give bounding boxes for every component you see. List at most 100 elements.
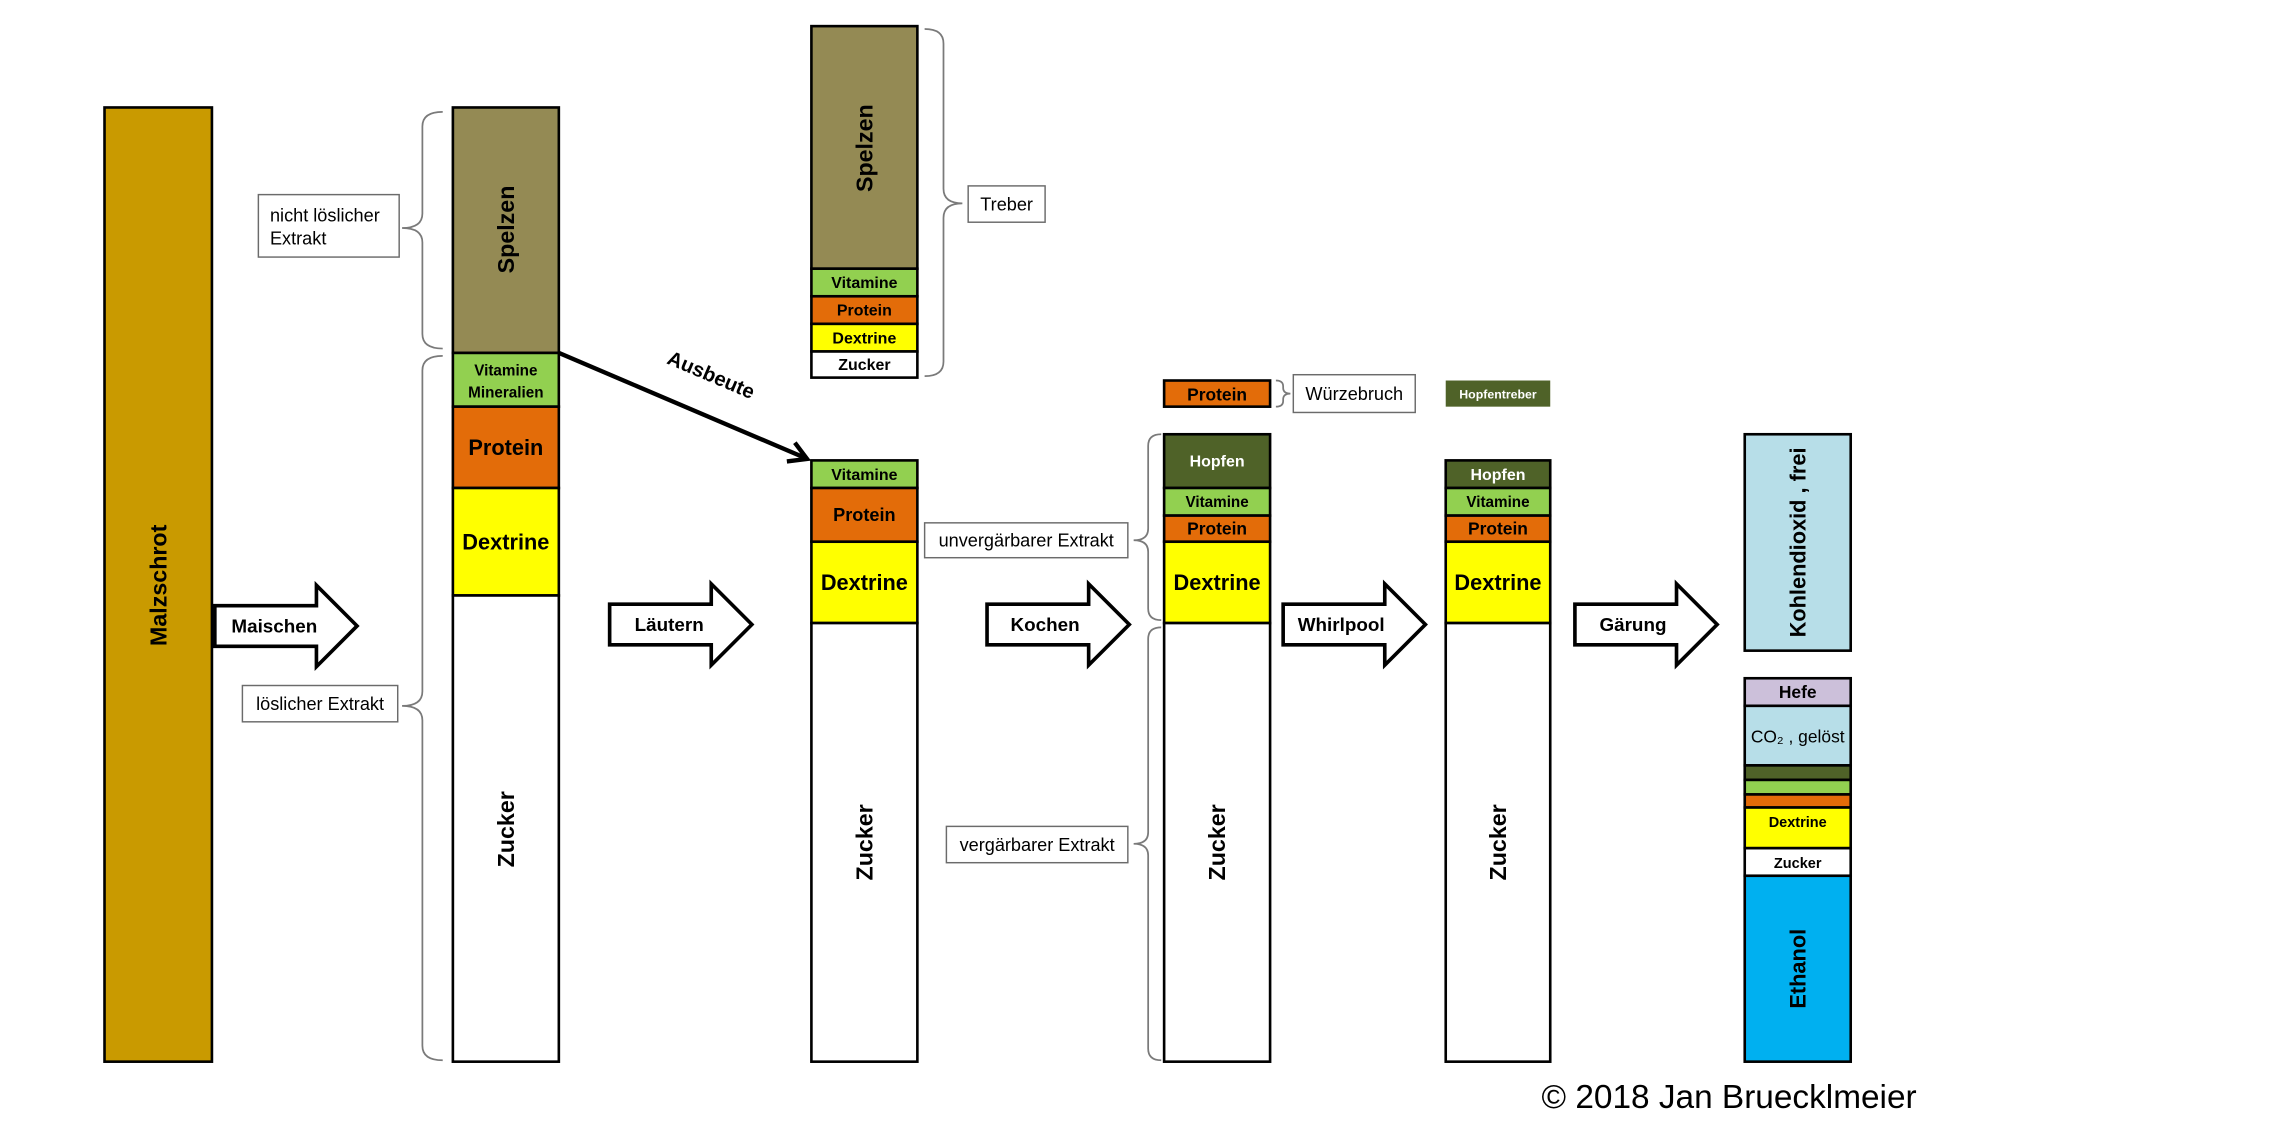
gaerung-co2-geloest-segment xyxy=(1743,704,1853,767)
gaerung-hopfen-segment xyxy=(1743,764,1853,782)
maische-vitamine-label: Vitamine xyxy=(474,363,537,380)
gaerung-hefe-label: Hefe xyxy=(1779,682,1817,702)
wuerze-zucker-segment xyxy=(810,621,919,1063)
arrow-laeutern-shape xyxy=(607,579,755,670)
arrow-whirlpool-label: Whirlpool xyxy=(1298,614,1385,635)
hopfentreber-segment xyxy=(1445,380,1551,407)
brace-treber xyxy=(924,28,963,378)
whirlpool-dextrine-label: Dextrine xyxy=(1454,570,1541,595)
label-unvergaerbarer-extrakt: unvergärbarer Extrakt xyxy=(923,522,1129,559)
label-nicht-loeslich-box xyxy=(257,193,400,258)
wuerzebruch-protein-label: Protein xyxy=(1187,384,1247,404)
arrow-gaerung-shape xyxy=(1573,579,1720,670)
arrow-whirlpool: Whirlpool xyxy=(1281,579,1428,670)
wuerzebruch-group: Protein Würzebruch xyxy=(1162,373,1416,414)
gaerung-column: Kohlendioxid , frei Hefe CO₂ , gelöst De… xyxy=(1743,432,1853,1063)
kochwuerze-protein-segment xyxy=(1162,514,1272,544)
arrow-laeutern-label: Läutern xyxy=(635,614,704,635)
arrow-ausbeute-label: Ausbeute xyxy=(664,348,758,404)
whirlpool-dextrine-segment xyxy=(1444,540,1552,625)
malzschrot-bar xyxy=(103,106,214,1063)
treber-spelzen-label: Spelzen xyxy=(852,104,878,192)
label-wuerzebruch-text: Würzebruch xyxy=(1305,384,1403,404)
label-loeslich-extrakt: löslicher Extrakt xyxy=(241,684,399,723)
arrow-ausbeute-head xyxy=(786,441,812,464)
label-treber: Treber xyxy=(967,185,1046,223)
maische-spelzen-label: Spelzen xyxy=(493,186,519,274)
whirlpool-protein-label: Protein xyxy=(1468,519,1528,539)
label-nicht-loeslich-line2: Extrakt xyxy=(270,229,326,249)
wuerze-vitamine-label: Vitamine xyxy=(831,467,897,484)
gaerung-kohlendioxid-frei-label: Kohlendioxid , frei xyxy=(1785,447,1810,637)
label-wuerzebruch-box xyxy=(1292,373,1416,414)
gaerung-zucker-segment xyxy=(1743,846,1853,878)
arrow-maischen: Maischen xyxy=(213,580,360,672)
malzschrot-label: Malzschrot xyxy=(145,524,171,646)
whirlpool-column: Hopfen Vitamine Protein Dextrine Zucker xyxy=(1444,459,1552,1063)
label-unvergaerbar-box xyxy=(923,522,1129,559)
arrow-gaerung-label: Gärung xyxy=(1599,614,1666,635)
treber-column: Spelzen Vitamine Protein Dextrine Zucker xyxy=(810,24,919,379)
gaerung-zucker-label: Zucker xyxy=(1774,856,1822,872)
gaerung-ethanol-label: Ethanol xyxy=(1785,929,1810,1009)
label-unvergaerbar-text: unvergärbarer Extrakt xyxy=(939,531,1114,551)
brace-unvergaerbar xyxy=(1133,433,1162,622)
hopfentreber-label: Hopfentreber xyxy=(1459,388,1537,402)
gaerung-protein-segment xyxy=(1743,793,1853,809)
label-nicht-loeslich-extrakt: nicht löslicher Extrakt xyxy=(257,193,400,258)
brace-loeslich xyxy=(402,354,443,1062)
kochwuerze-dextrine-label: Dextrine xyxy=(1174,570,1261,595)
maische-vitamine-segment xyxy=(451,351,561,408)
kochwuerze-zucker-segment xyxy=(1162,621,1272,1063)
maische-zucker-segment xyxy=(451,594,561,1063)
label-vergaerbar-box xyxy=(945,825,1129,864)
brace-vergaerbar xyxy=(1133,626,1162,1062)
wuerze-column: Vitamine Protein Dextrine Zucker xyxy=(810,459,919,1063)
wuerzebruch-protein-segment xyxy=(1162,379,1272,408)
brace-wuerzebruch xyxy=(1275,379,1291,408)
kochwuerze-protein-label: Protein xyxy=(1187,519,1247,539)
arrow-ausbeute: Ausbeute xyxy=(557,348,812,464)
label-vergaerbarer-extrakt: vergärbarer Extrakt xyxy=(945,825,1129,864)
maische-protein-segment xyxy=(451,405,561,490)
arrow-maischen-label: Maischen xyxy=(231,616,317,637)
maische-zucker-label: Zucker xyxy=(493,791,519,867)
kochwuerze-vitamine-segment xyxy=(1162,486,1272,517)
whirlpool-hopfen-label: Hopfen xyxy=(1470,467,1525,484)
kochwuerze-zucker-label: Zucker xyxy=(1204,804,1230,880)
gaerung-kohlendioxid-frei-segment xyxy=(1743,432,1853,652)
treber-dextrine-label: Dextrine xyxy=(832,330,896,347)
wuerze-protein-label: Protein xyxy=(833,505,895,525)
label-vergaerbar-text: vergärbarer Extrakt xyxy=(960,835,1115,855)
arrow-kochen-label: Kochen xyxy=(1011,614,1080,635)
gaerung-ethanol-segment xyxy=(1743,874,1853,1063)
arrow-kochen: Kochen xyxy=(985,579,1132,670)
gaerung-co2-geloest-label: CO₂ , gelöst xyxy=(1751,726,1845,746)
whirlpool-zucker-segment xyxy=(1444,621,1552,1063)
kochwuerze-vitamine-label: Vitamine xyxy=(1186,494,1249,511)
arrow-maischen-shape xyxy=(213,580,360,672)
hopfentreber-group: Hopfentreber xyxy=(1445,380,1551,407)
gaerung-dextrine-label: Dextrine xyxy=(1769,815,1827,831)
treber-zucker-segment xyxy=(810,350,919,379)
arrow-whirlpool-shape xyxy=(1281,579,1428,670)
label-loeslich-text: löslicher Extrakt xyxy=(256,694,384,714)
treber-protein-segment xyxy=(810,294,919,326)
arrow-ausbeute-line xyxy=(557,350,806,460)
gaerung-hefe-segment xyxy=(1743,676,1853,708)
arrow-kochen-shape xyxy=(985,579,1132,670)
label-nicht-loeslich-line1: nicht löslicher xyxy=(270,205,380,225)
treber-protein-label: Protein xyxy=(837,303,892,320)
malzschrot-column: Malzschrot xyxy=(103,106,214,1063)
maische-column: Spelzen Vitamine Mineralien Protein Dext… xyxy=(451,106,561,1063)
brace-nicht-loeslich xyxy=(402,110,443,350)
kochwuerze-hopfen-label: Hopfen xyxy=(1190,454,1245,471)
wuerze-protein-segment xyxy=(810,486,919,544)
wuerze-dextrine-segment xyxy=(810,540,919,625)
kochwuerze-column: Hopfen Vitamine Protein Dextrine Zucker xyxy=(1162,432,1272,1063)
treber-zucker-label: Zucker xyxy=(838,357,890,374)
maische-protein-label: Protein xyxy=(468,435,543,460)
whirlpool-zucker-label: Zucker xyxy=(1485,804,1511,880)
